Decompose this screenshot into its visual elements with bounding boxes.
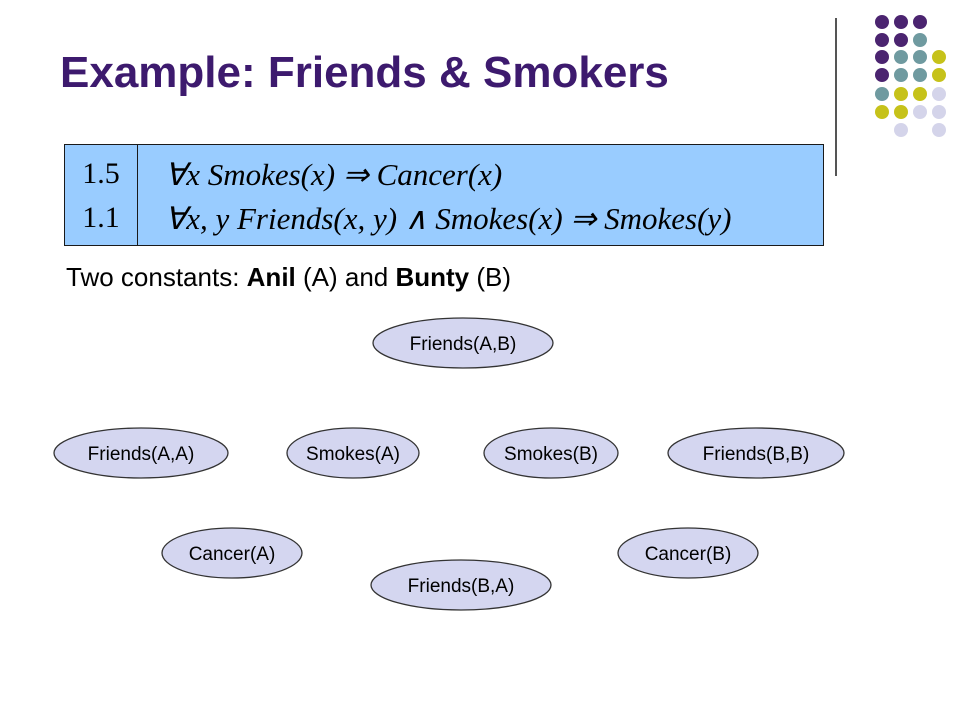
decorative-dot <box>894 105 908 119</box>
decorative-dot <box>932 123 946 137</box>
constants-line: Two constants: Anil (A) and Bunty (B) <box>66 262 511 293</box>
decorative-dot <box>875 87 889 101</box>
node-label: Smokes(A) <box>306 444 400 465</box>
decorative-dot <box>875 50 889 64</box>
decorative-dot <box>894 33 908 47</box>
decorative-dot <box>875 15 889 29</box>
decorative-dot <box>932 105 946 119</box>
rule-weight: 1.5 <box>82 157 120 190</box>
rule-weight: 1.1 <box>82 201 120 234</box>
constant-anil: Anil <box>246 262 296 292</box>
rule-row: 1.1 ∀x, y Friends(x, y) ∧ Smokes(x) ⇒ Sm… <box>65 195 825 245</box>
decorative-dot <box>875 105 889 119</box>
decorative-dot <box>894 123 908 137</box>
decorative-dot <box>913 33 927 47</box>
decorative-dot <box>913 87 927 101</box>
node-friends-a-a[interactable]: Friends(A,A) <box>53 427 229 479</box>
constants-prefix: Two constants: <box>66 262 247 292</box>
decorative-dot <box>932 50 946 64</box>
decorative-dot <box>932 68 946 82</box>
column-separator <box>137 145 138 245</box>
slide-title: Example: Friends & Smokers <box>60 48 669 97</box>
rule-formula: ∀x Smokes(x) ⇒ Cancer(x) <box>165 157 503 192</box>
node-label: Smokes(B) <box>504 444 598 465</box>
rule-formula: ∀x, y Friends(x, y) ∧ Smokes(x) ⇒ Smokes… <box>165 201 732 236</box>
decorative-dot <box>913 68 927 82</box>
decorative-dot <box>932 87 946 101</box>
decorative-dot <box>875 68 889 82</box>
node-friends-a-b[interactable]: Friends(A,B) <box>372 317 554 369</box>
node-smokes-b[interactable]: Smokes(B) <box>483 427 619 479</box>
decorative-dot <box>894 68 908 82</box>
decorative-dot <box>894 50 908 64</box>
constant-bunty-abbr: (B) <box>469 262 512 292</box>
decorative-dot <box>913 105 927 119</box>
node-cancer-b[interactable]: Cancer(B) <box>617 527 759 579</box>
node-friends-b-b[interactable]: Friends(B,B) <box>667 427 845 479</box>
node-label: Friends(B,A) <box>408 576 515 597</box>
decorative-dot-grid <box>875 15 946 137</box>
decorative-dot <box>894 87 908 101</box>
constant-bunty: Bunty <box>395 262 470 292</box>
ground-atom-graph: Friends(A,B) Friends(A,A) Smokes(A) Smok… <box>53 317 845 611</box>
node-smokes-a[interactable]: Smokes(A) <box>286 427 420 479</box>
rule-row: 1.5 ∀x Smokes(x) ⇒ Cancer(x) <box>65 151 825 201</box>
node-friends-b-a[interactable]: Friends(B,A) <box>370 559 552 611</box>
decorative-dot <box>894 15 908 29</box>
constant-anil-abbr: (A) and <box>295 262 396 292</box>
node-label: Cancer(A) <box>189 544 276 565</box>
decorative-dot <box>875 33 889 47</box>
node-label: Friends(A,B) <box>410 334 517 355</box>
node-cancer-a[interactable]: Cancer(A) <box>161 527 303 579</box>
node-label: Friends(A,A) <box>88 444 195 465</box>
divider-line <box>835 18 837 176</box>
rules-table: 1.5 ∀x Smokes(x) ⇒ Cancer(x) 1.1 ∀x, y F… <box>64 144 824 246</box>
decorative-dot <box>913 50 927 64</box>
node-label: Cancer(B) <box>645 544 732 565</box>
decorative-dot <box>913 15 927 29</box>
node-label: Friends(B,B) <box>703 444 810 465</box>
